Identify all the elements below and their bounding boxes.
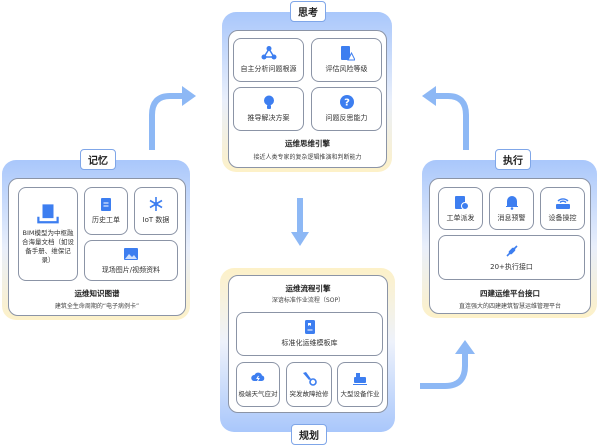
item-photos: 现场图片/视频资料 <box>84 240 178 281</box>
item-dispatch: 工单派发 <box>438 187 483 230</box>
item-bim: BIM模型为中枢融合海量文档（如设备手册、维保记录） <box>18 187 78 281</box>
item-reflection: ?问题反思能力 <box>311 87 382 131</box>
arrow-execute-to-think <box>422 86 469 150</box>
question-icon: ? <box>339 95 354 110</box>
machine-icon <box>353 373 367 386</box>
network-icon <box>261 46 276 60</box>
item-root-cause: 自主分析问题根源 <box>233 38 304 82</box>
think-card: 自主分析问题根源 评估风险等级 推导解决方案 ?问题反思能力 运维思维引擎 接近… <box>222 12 392 172</box>
item-template-library: 标准化运维模板库 <box>236 312 383 356</box>
clipboard-icon <box>101 198 111 212</box>
svg-text:?: ? <box>344 98 350 109</box>
memory-card: BIM模型为中枢融合海量文档（如设备手册、维保记录） 历史工单 IoT 数据 现… <box>2 160 190 320</box>
execute-card: 工单派发 消息预警 设备操控 20+执行接口 四建运维平台接口 直连强大的四建建… <box>422 160 597 318</box>
item-emergency-repair: 突发故障抢修 <box>286 362 332 407</box>
item-risk: 评估风险等级 <box>311 38 382 82</box>
plan-title: 运维流程引擎 <box>285 284 331 293</box>
memory-subtitle: 建筑全生命周期的“电子病例卡” <box>54 303 140 310</box>
item-alert: 消息预警 <box>489 187 534 230</box>
item-api: 20+执行接口 <box>438 235 585 280</box>
item-extreme-weather: 极端天气应对 <box>236 362 280 407</box>
execute-title: 四建运维平台接口 <box>480 289 540 298</box>
item-large-equipment: 大型设备作业 <box>337 362 383 407</box>
execute-subtitle: 直连强大的四建建筑智慧运维管理平台 <box>458 303 561 310</box>
think-label: 思考 <box>290 1 326 22</box>
lightbulb-icon <box>263 95 274 110</box>
image-icon <box>124 247 138 260</box>
snowflake-network-icon <box>149 197 163 212</box>
arrow-plan-to-execute <box>420 340 475 389</box>
arrow-memory-to-think <box>149 86 196 150</box>
plan-card: 运维流程引擎 深谙标准作业流程（SOP） 标准化运维模板库 极端天气应对 突发故… <box>220 268 395 432</box>
router-icon <box>555 197 570 209</box>
plug-icon <box>505 245 518 257</box>
plan-subtitle: 深谙标准作业流程（SOP） <box>271 297 345 304</box>
risk-doc-icon <box>340 46 355 61</box>
clipboard-check-icon <box>454 195 469 210</box>
item-solution: 推导解决方案 <box>233 87 304 131</box>
arrow-think-to-plan <box>291 198 309 246</box>
memory-label: 记忆 <box>80 149 116 170</box>
storm-cloud-icon <box>251 372 265 382</box>
memory-title: 运维知识图谱 <box>74 289 120 298</box>
item-iot: IoT 数据 <box>134 187 178 235</box>
item-history: 历史工单 <box>84 187 128 235</box>
plan-label: 规划 <box>291 424 327 445</box>
bell-icon <box>505 195 518 210</box>
execute-label: 执行 <box>495 149 531 170</box>
building-icon <box>37 204 59 224</box>
think-title: 运维思维引擎 <box>285 139 330 148</box>
document-icon <box>304 320 315 335</box>
wrench-gear-icon <box>303 372 317 386</box>
item-device-control: 设备操控 <box>540 187 585 230</box>
think-subtitle: 接近人类专家的复杂逻辑推演和判断能力 <box>253 154 362 161</box>
